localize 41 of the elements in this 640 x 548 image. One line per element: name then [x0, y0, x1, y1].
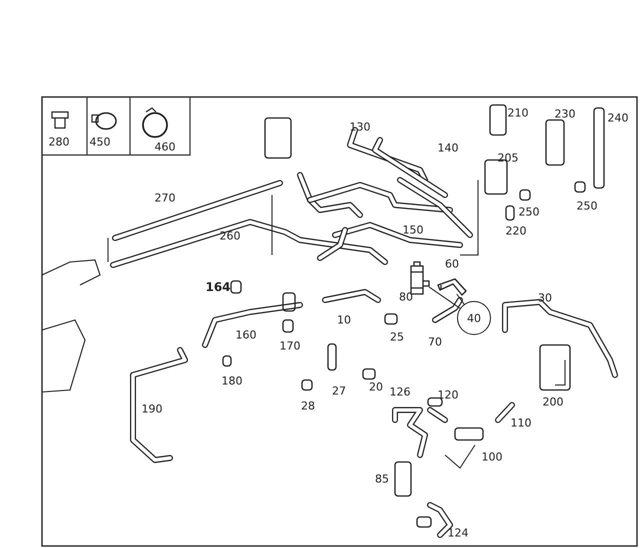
callout-number: 250 [518, 206, 540, 218]
callout-number: 150 [402, 224, 424, 236]
callout-number: 20 [369, 382, 383, 392]
callout-number: 450 [90, 136, 110, 148]
callout-number: 200 [542, 396, 564, 408]
callout-number: 124 [448, 528, 468, 538]
callout-number: 260 [220, 230, 240, 242]
callout-number: 180 [222, 376, 242, 386]
callout-number: 220 [506, 226, 526, 236]
leader-line [428, 286, 461, 309]
callout-number: 164 [205, 281, 231, 293]
callout-number: 160 [236, 330, 256, 340]
callout-number: 140 [438, 142, 458, 154]
callout-number: 130 [350, 122, 370, 132]
callout-number: 28 [301, 400, 315, 412]
callout-number: 80 [399, 292, 413, 302]
callout-number: 126 [390, 386, 410, 398]
callout-number: 170 [280, 340, 300, 352]
callout-number: 70 [428, 336, 442, 348]
leader-line [456, 294, 465, 305]
callout-number: 60 [445, 258, 459, 270]
callout-number: 280 [48, 136, 70, 148]
callout-number: 85 [375, 474, 389, 484]
callout-number: 210 [508, 108, 528, 118]
callout-circle [457, 301, 491, 335]
callout-number: 460 [154, 142, 176, 152]
callout-number: 110 [510, 418, 532, 428]
hose-drawing [437, 278, 467, 296]
callout-number: 27 [332, 386, 346, 396]
callout-number: 100 [482, 452, 502, 462]
callout-number: 190 [142, 404, 162, 414]
callout-number: 40 [467, 312, 481, 324]
callout-number: 30 [538, 292, 552, 304]
callout-number: 205 [498, 152, 518, 164]
callout-number: 230 [554, 108, 576, 120]
callout-number: 10 [337, 314, 351, 326]
callout-number: 120 [438, 390, 458, 400]
callout-number: 270 [154, 192, 176, 204]
callout-number: 240 [608, 112, 628, 124]
callout-number: 250 [576, 200, 598, 212]
callout-number: 25 [390, 332, 404, 342]
